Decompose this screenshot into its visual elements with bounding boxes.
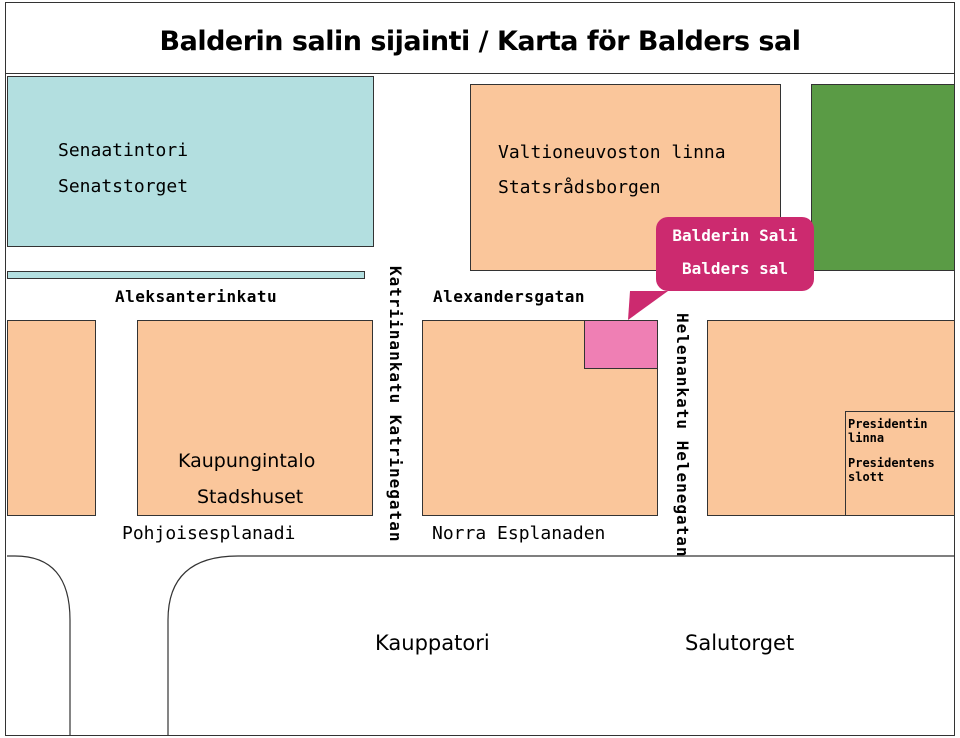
label-valtioneuvoston: Valtioneuvoston linna [498, 142, 726, 163]
callout-line2: Balders sal [682, 259, 788, 278]
title-divider [6, 73, 954, 74]
callout-line1: Balderin Sali [672, 226, 798, 245]
label-senaatintori: Senaatintori [58, 140, 189, 161]
label-kaupungintalo: Kaupungintalo [178, 450, 316, 472]
location-callout: Balderin Sali Balders sal [656, 217, 814, 291]
aleksanterinkatu-strip [7, 271, 365, 279]
map-title: Balderin salin sijainti / Karta för Bald… [159, 26, 801, 57]
label-statsradsborgen: Statsrådsborgen [498, 177, 661, 198]
presidential-palace [845, 411, 955, 516]
park-block [811, 84, 955, 271]
street-norra-esplanaden: Norra Esplanaden [432, 523, 606, 544]
street-pohjoisesplanadi: Pohjoisesplanadi [122, 523, 296, 544]
senate-square-block [7, 76, 374, 247]
street-alexandersgatan: Alexandersgatan [433, 287, 585, 306]
label-kauppatori: Kauppatori [375, 631, 490, 655]
label-stadshuset: Stadshuset [197, 486, 304, 508]
block-left-edge [7, 320, 96, 516]
street-aleksanterinkatu: Aleksanterinkatu [115, 287, 278, 306]
balders-sal-target [584, 320, 658, 369]
street-katriinankatu: Katriinankatu Katrinegatan [386, 266, 405, 543]
label-presidentens: Presidentens slott [848, 456, 935, 484]
street-helenankatu: Helenankatu Helenegatan [673, 313, 692, 558]
label-presidentin: Presidentin linna [848, 417, 928, 445]
city-hall-block [137, 320, 373, 516]
label-salutorget: Salutorget [685, 631, 795, 655]
label-senatstorget: Senatstorget [58, 176, 189, 197]
